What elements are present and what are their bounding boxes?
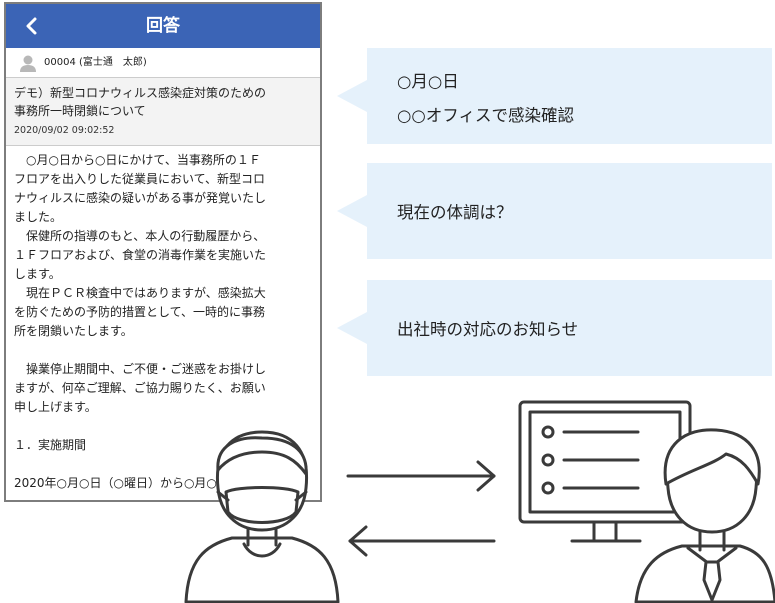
user-silhouette-icon <box>20 55 36 72</box>
bubble-commute-notice: 出社時の対応のお知らせ <box>337 280 772 376</box>
body-line: １．実施期間 <box>14 438 87 452</box>
body-line: 所を閉鎖いたします。 <box>14 324 133 338</box>
body-line: ますが、何卒ご理解、ご協力賜りたく、お願い <box>14 381 266 395</box>
body-line: 現在ＰＣＲ検査中ではありますが、感染拡大 <box>14 286 266 300</box>
body-line: 操業停止期間中、ご不便・ご迷惑をお掛けし <box>14 362 267 376</box>
back-button[interactable] <box>18 11 46 41</box>
bubble-infection-notice: ○月○日 ○○オフィスで感染確認 <box>337 48 772 144</box>
masked-employee-icon <box>184 430 340 603</box>
body-line: 保健所の指導のもと、本人の行動履歴から、 <box>14 229 266 243</box>
bubble-health-check: 現在の体調は？ <box>337 163 772 259</box>
body-line: を防ぐための予防的措置として、一時的に事務 <box>14 305 266 319</box>
office-worker-icon <box>634 428 775 603</box>
sender-row: 00004 (富士通 太郎) <box>6 48 320 78</box>
bubble-3-text: 出社時の対応のお知らせ <box>397 320 579 339</box>
body-line: 2020年○月○日（○曜日）から○月○日（○ <box>14 476 252 490</box>
bubble-1-line-1: ○月○日 <box>397 72 459 91</box>
sender-label: 00004 (富士通 太郎) <box>44 57 147 68</box>
message-date: 2020/09/02 09:02:52 <box>14 125 115 136</box>
body-line: ました。 <box>14 210 63 224</box>
body-line: 申し上げます。 <box>14 400 97 414</box>
phone-screen: 回答 00004 (富士通 太郎) デモ）新型コロナウィルス感染症対策のための … <box>4 2 322 502</box>
body-line: １Ｆフロアおよび、食堂の消毒作業を実施いた <box>14 248 267 262</box>
monitor-list-icon <box>518 400 692 543</box>
message-header: デモ）新型コロナウィルス感染症対策のための 事務所一時閉鎖について 2020/0… <box>6 78 320 146</box>
chevron-left-icon <box>26 17 37 35</box>
arrow-right-icon <box>346 460 496 492</box>
phone-header: 回答 <box>6 4 320 48</box>
bubble-1-line-2: ○○オフィスで感染確認 <box>397 106 574 125</box>
header-title: 回答 <box>146 16 180 36</box>
message-title-line-1: デモ）新型コロナウィルス感染症対策のための <box>14 86 267 100</box>
bubble-2-text: 現在の体調は？ <box>397 203 513 222</box>
body-line: フロアを出入りした従業員において、新型コロ <box>14 172 266 186</box>
message-title-line-2: 事務所一時閉鎖について <box>14 104 146 118</box>
body-line: します。 <box>14 267 61 281</box>
arrow-left-icon <box>348 525 496 557</box>
body-line: ナウィルスに感染の疑いがある事が発覚いたし <box>14 191 267 205</box>
body-line: ○月○日から○日にかけて、当事務所の１Ｆ <box>14 153 261 167</box>
message-body: ○月○日から○日にかけて、当事務所の１Ｆ フロアを出入りした従業員において、新型… <box>6 146 320 500</box>
